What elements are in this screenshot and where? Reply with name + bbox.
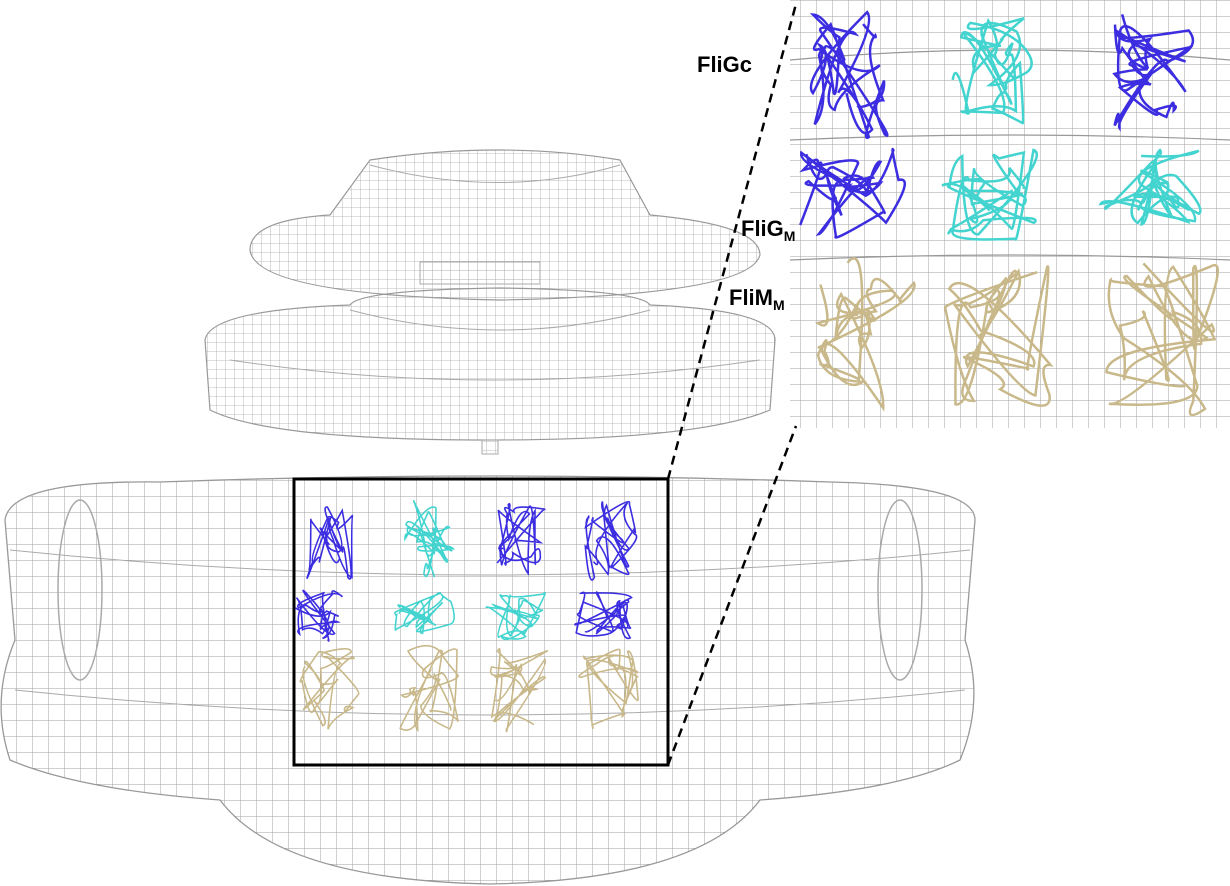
fligm-ribbon bbox=[485, 592, 546, 641]
inset-fligm-ribbon bbox=[941, 148, 1039, 241]
inset-fligc-ribbon bbox=[951, 16, 1033, 125]
label-fligm-sub: M bbox=[783, 228, 796, 244]
flim-ribbon bbox=[489, 648, 549, 733]
zoom-region-box bbox=[292, 477, 670, 767]
inset-fligc-ribbon bbox=[809, 10, 889, 140]
lower-ring-mesh bbox=[204, 287, 776, 455]
label-flimm: FliMM bbox=[729, 285, 785, 313]
label-flimm-main: FliM bbox=[729, 285, 773, 310]
inset-flim-ribbon bbox=[943, 265, 1054, 407]
fligm-ribbon bbox=[394, 592, 455, 635]
upper-disc-mesh bbox=[249, 149, 761, 301]
inset-flim-ribbon bbox=[814, 257, 916, 412]
flim-ribbon bbox=[578, 648, 639, 729]
flim-ribbon bbox=[299, 648, 360, 730]
c-ring-mesh bbox=[0, 475, 976, 885]
dashed-guide-bottom bbox=[666, 425, 798, 766]
protein-ribbons bbox=[295, 10, 1219, 733]
inset-flim-ribbon bbox=[1105, 262, 1219, 417]
fligc-ribbon bbox=[306, 506, 354, 580]
fligc-ribbon bbox=[404, 499, 455, 578]
dashed-guide-top bbox=[666, 3, 798, 480]
flim-ribbon bbox=[399, 644, 459, 733]
fligc-ribbon bbox=[584, 500, 638, 581]
label-fligm: FliGM bbox=[741, 216, 795, 244]
inset-fligm-ribbon bbox=[1098, 148, 1202, 226]
label-fligc: FliGc bbox=[697, 52, 753, 77]
fligm-ribbon bbox=[574, 591, 633, 640]
fligm-ribbon bbox=[295, 589, 344, 642]
inset-fligm-ribbon bbox=[799, 147, 907, 239]
fligc-ribbon bbox=[496, 502, 546, 576]
label-fligm-main: FliG bbox=[741, 216, 784, 241]
label-flimm-sub: M bbox=[773, 297, 785, 313]
inset-fligc-ribbon bbox=[1112, 14, 1195, 132]
